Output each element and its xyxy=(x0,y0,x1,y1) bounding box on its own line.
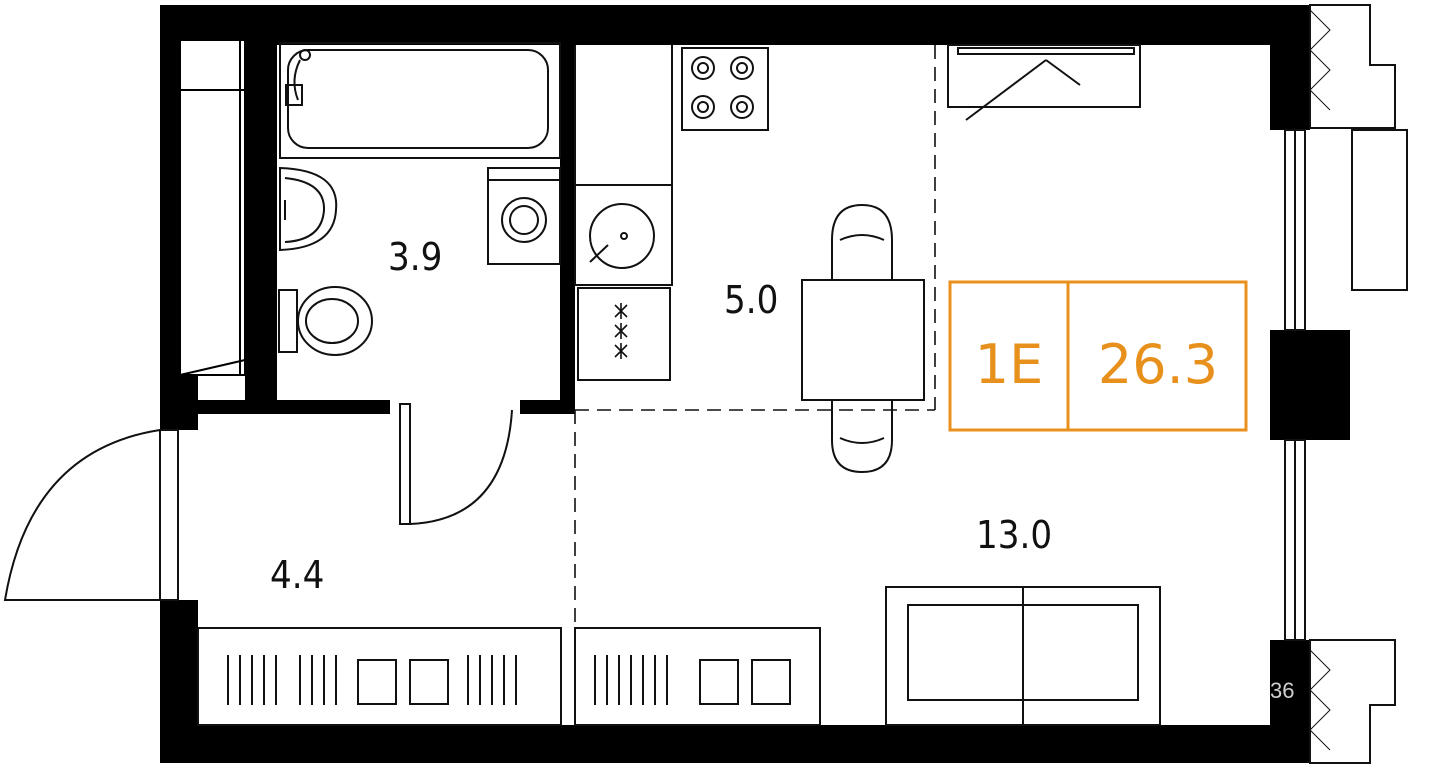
living-area-label: 13.0 xyxy=(976,513,1052,557)
toilet xyxy=(278,286,373,356)
bathtub xyxy=(279,42,561,159)
hallway-closet xyxy=(197,627,562,726)
outer-walls xyxy=(160,5,1350,763)
apartment-badge: 1E 26.3 xyxy=(948,280,1248,432)
wardrobe-unit xyxy=(947,44,1141,121)
facade-details xyxy=(1309,4,1396,764)
shaft xyxy=(179,39,246,376)
washbasin xyxy=(279,166,338,252)
zone-lines xyxy=(574,45,936,725)
apartment-type-label: 1E xyxy=(975,333,1043,396)
hallway-area-label: 4.4 xyxy=(270,553,324,597)
badge-frame xyxy=(948,280,1248,432)
watermark-text: 36 xyxy=(1270,678,1294,703)
washing-machine xyxy=(487,167,561,265)
sofa xyxy=(885,586,1161,726)
total-area-label: 26.3 xyxy=(1098,333,1218,396)
living-closet xyxy=(574,627,821,726)
entrance-door xyxy=(3,429,179,601)
dining-table xyxy=(801,203,925,474)
kitchen-counter xyxy=(574,45,673,286)
kitchen-sink xyxy=(589,203,655,269)
interior-walls xyxy=(198,40,575,414)
windows xyxy=(1284,129,1408,641)
hob xyxy=(681,47,769,131)
dishwasher xyxy=(577,287,671,381)
kitchen-area-label: 5.0 xyxy=(724,278,778,322)
bathroom-door xyxy=(399,403,513,525)
bathroom-area-label: 3.9 xyxy=(388,235,442,279)
